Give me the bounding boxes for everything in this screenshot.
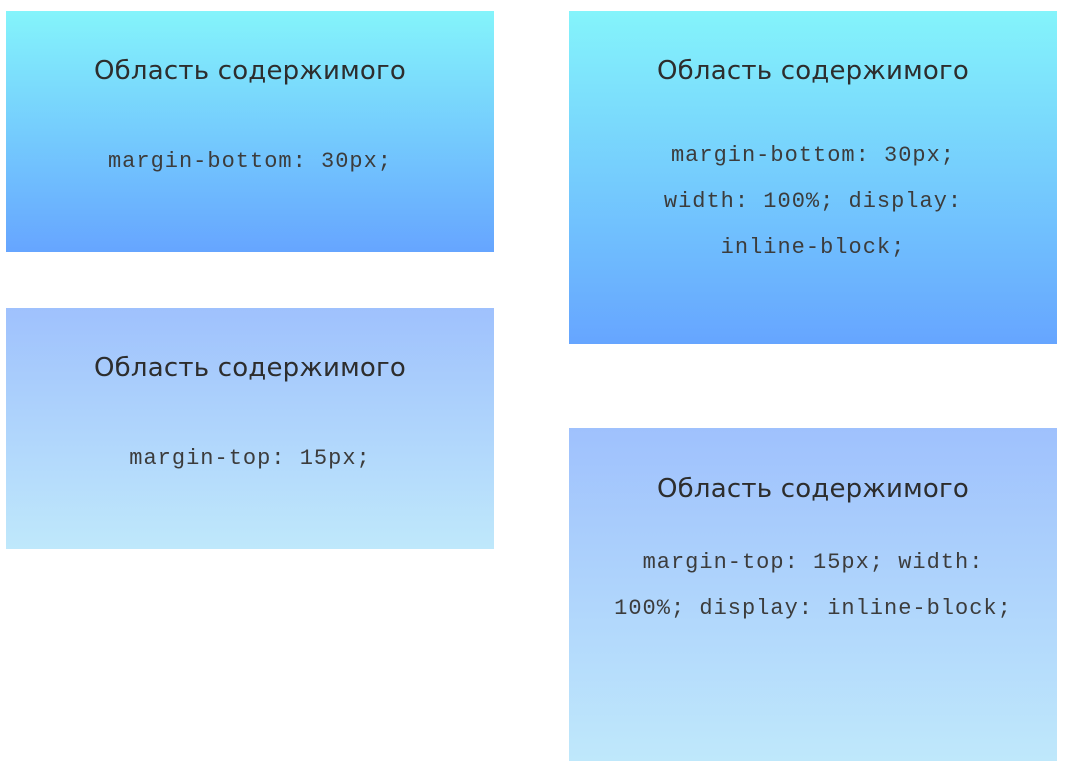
content-box-margin-bottom-inline-block: Область содержимого margin-bottom: 30px;… [569,11,1057,344]
content-box-margin-bottom: Область содержимого margin-bottom: 30px; [6,11,494,252]
content-box-title: Область содержимого [657,56,969,86]
content-box-title: Область содержимого [94,353,406,383]
content-box-title: Область содержимого [657,474,969,504]
content-box-css: margin-top: 15px; width: 100%; display: … [614,550,1012,621]
content-box-css: margin-bottom: 30px; [107,149,393,174]
content-box-margin-top-inline-block: Область содержимого margin-top: 15px; wi… [569,428,1057,761]
content-box-css: margin-bottom: 30px; width: 100%; displa… [663,143,963,260]
content-box-css: margin-top: 15px; [129,446,371,471]
content-box-margin-top: Область содержимого margin-top: 15px; [6,308,494,549]
content-box-title: Область содержимого [94,56,406,86]
